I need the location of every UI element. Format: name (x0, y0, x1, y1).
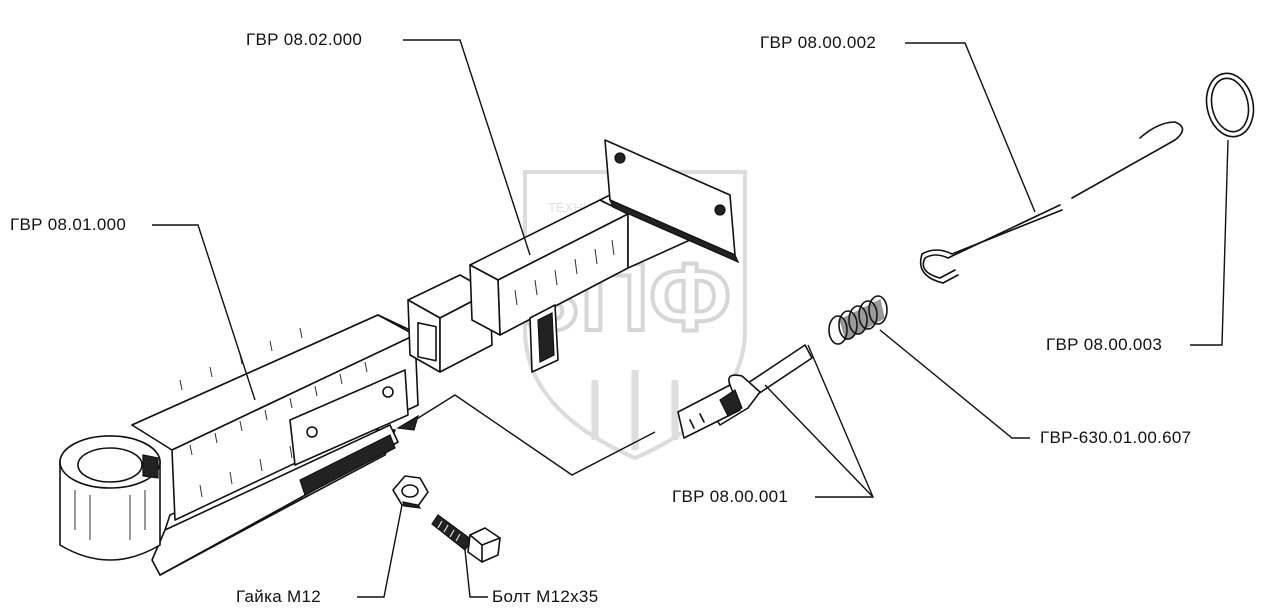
tube-assembly-part (407, 139, 740, 373)
label-rod-hook: ГВР 08.00.002 (760, 33, 877, 52)
body-assembly-part (59, 314, 419, 576)
leader-lines (152, 39, 1229, 598)
label-nut: Гайка М12 (236, 587, 321, 606)
latch-part (677, 344, 813, 439)
spring-part (828, 295, 888, 345)
nut-part (392, 475, 429, 509)
label-ring: ГВР 08.00.003 (1046, 335, 1163, 354)
rod-hook-part (919, 121, 1184, 284)
bolt-part (431, 514, 501, 563)
label-spring: ГВР-630.01.00.607 (1040, 428, 1192, 447)
label-latch: ГВР 08.00.001 (672, 487, 789, 506)
assembly-direction-arrow (396, 394, 656, 476)
label-body-assembly: ГВР 08.01.000 (10, 215, 127, 234)
label-bolt: Болт М12х35 (492, 587, 599, 606)
label-tube-assembly: ГВР 08.02.000 (246, 30, 363, 49)
ring-part (1205, 72, 1255, 138)
